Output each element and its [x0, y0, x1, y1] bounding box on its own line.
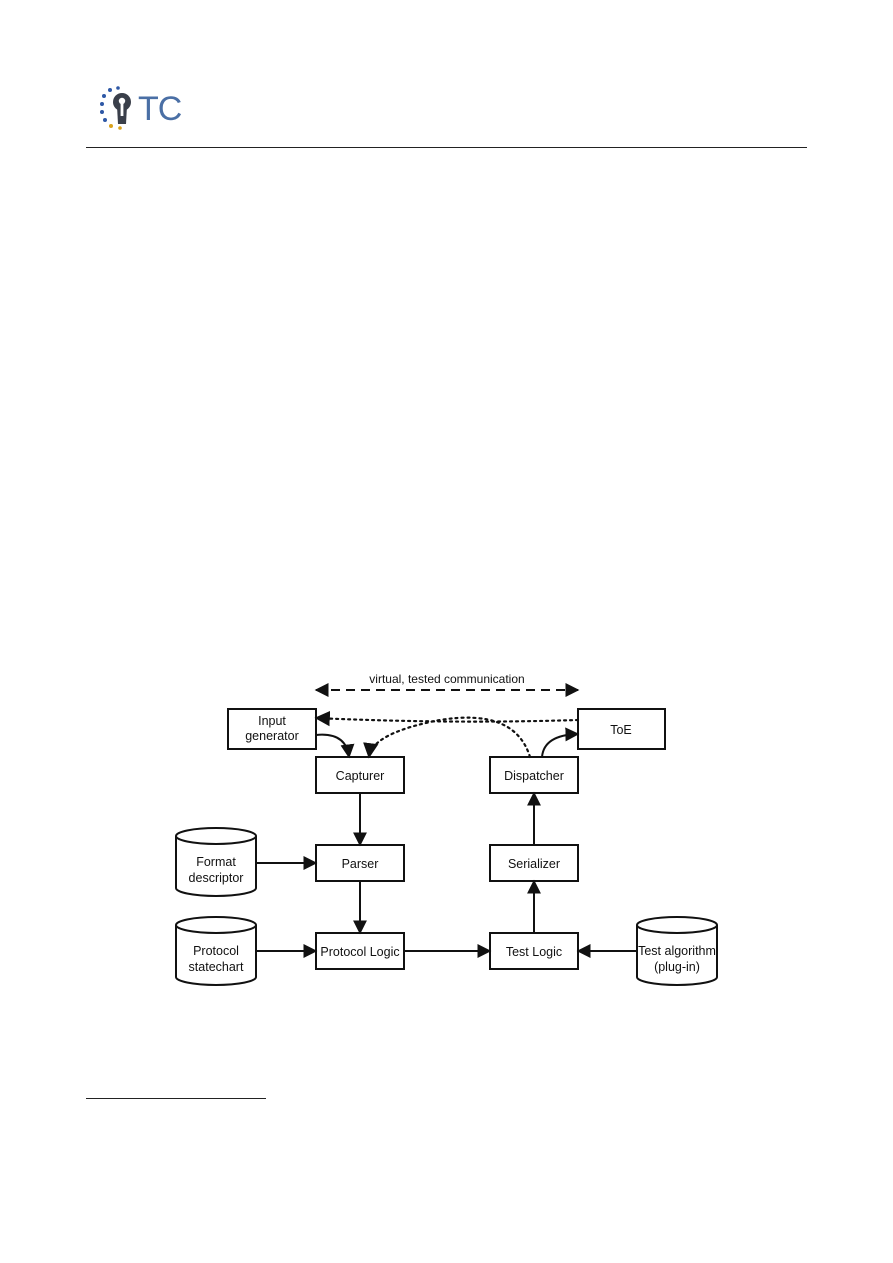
logo-text: TC	[138, 90, 182, 128]
footnote-divider	[86, 1098, 266, 1099]
input-generator-to-capturer-arrow	[315, 733, 355, 759]
communication-label: virtual, tested communication	[369, 672, 524, 686]
parser-label: Parser	[342, 857, 379, 871]
header-divider	[86, 147, 807, 148]
toe-to-input-generator-dotted-arrow	[314, 710, 580, 727]
test-algorithm-cylinder	[636, 916, 718, 986]
itc-logo: TC	[98, 86, 198, 132]
dispatcher-box	[489, 756, 579, 794]
protocol-statechart-cylinder	[175, 916, 257, 986]
format-descriptor-label-line1: Format	[196, 855, 236, 869]
format-descriptor-label-line2: descriptor	[189, 871, 244, 885]
dispatcher-to-capturer-dotted-arrow	[363, 716, 532, 759]
input-generator-label-line1: Input	[258, 714, 286, 728]
test-algorithm-label-line1: Test algorithm	[638, 944, 716, 958]
capturer-label: Capturer	[336, 769, 385, 783]
serializer-label: Serializer	[508, 857, 560, 871]
test-algorithm-label-line2: (plug-in)	[654, 960, 700, 974]
input-generator-box	[227, 708, 317, 750]
protocol-logic-label: Protocol Logic	[320, 945, 399, 959]
protocol-statechart-label-line1: Protocol	[193, 944, 239, 958]
protocol-statechart-label-line2: statechart	[189, 960, 244, 974]
capturer-box	[315, 756, 405, 794]
toe-box	[577, 708, 666, 750]
dispatcher-label: Dispatcher	[504, 769, 564, 783]
format-descriptor-cylinder	[175, 827, 257, 897]
serializer-box	[489, 844, 579, 882]
toe-label: ToE	[610, 723, 632, 737]
input-generator-label-line2: generator	[245, 729, 299, 743]
dispatcher-to-toe-arrow	[541, 727, 580, 758]
test-logic-label: Test Logic	[506, 945, 562, 959]
keyhole-stars-icon	[100, 86, 131, 130]
